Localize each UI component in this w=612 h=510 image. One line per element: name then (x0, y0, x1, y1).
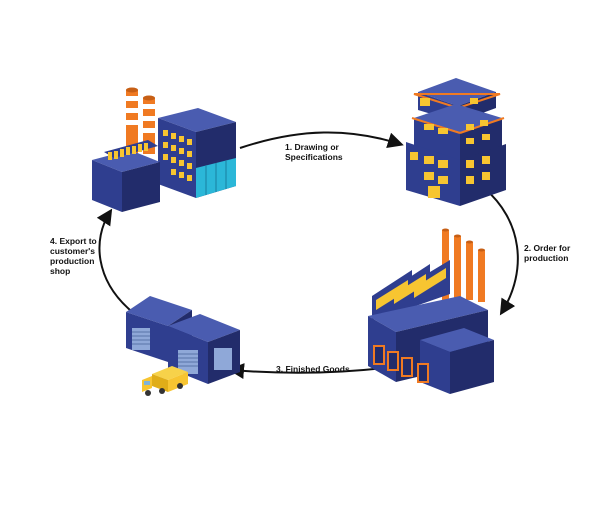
roller-door-icon (132, 328, 232, 374)
manufacturing-plant-icon (368, 228, 494, 394)
warehouse-with-truck-icon (126, 296, 240, 396)
delivery-truck-icon (142, 366, 188, 396)
step-2-label: 2. Order for production (524, 243, 571, 263)
arrow-step-3 (228, 363, 385, 379)
step-3-label: 3. Finished Goods (276, 364, 350, 374)
arrow-step-2 (483, 187, 519, 316)
step-4-label: 4. Export to customer's production shop (50, 236, 97, 276)
arrow-step-4 (96, 208, 131, 311)
step-1-label: 1. Drawing or Specifications (285, 142, 343, 162)
arrow-step-1 (239, 131, 404, 149)
chimney-icon (126, 87, 155, 154)
design-office-building-icon (92, 87, 236, 212)
office-tower-icon (406, 78, 506, 206)
